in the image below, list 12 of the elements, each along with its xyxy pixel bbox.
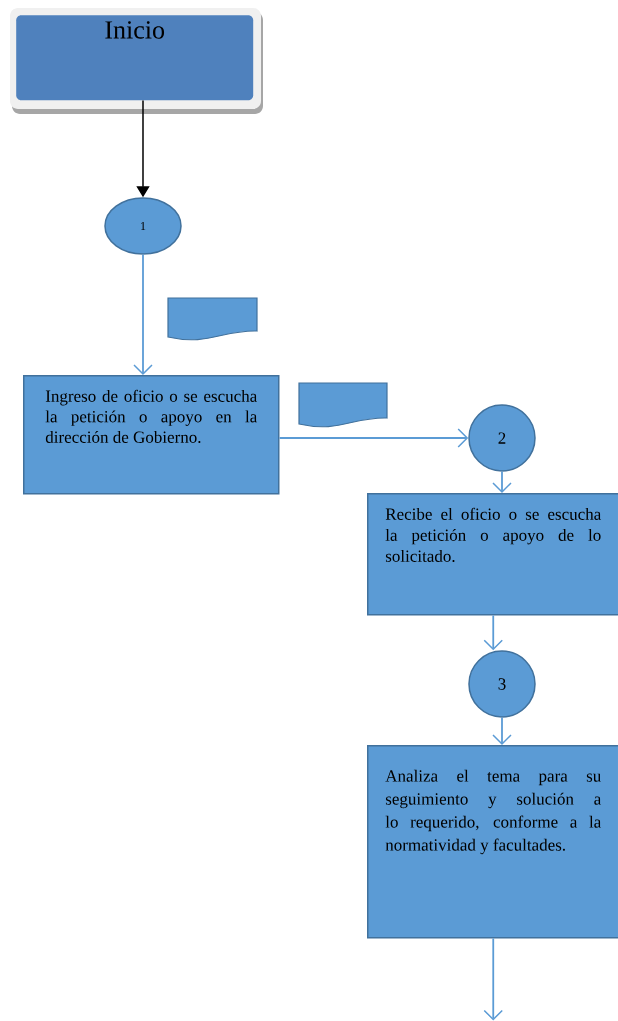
- arrow: [278, 428, 469, 448]
- process-box: Ingreso de oficio o se escucha la petición o apoyo en la dirección de Gobierno.: [23, 375, 280, 495]
- arrow: [133, 253, 153, 375]
- arrow: [492, 716, 512, 745]
- arrow: [483, 614, 503, 651]
- process-box: Analiza el tema para su seguimiento y solución a lo requerido, conforme a la normatividad y facultades.: [367, 745, 618, 939]
- arrow: [483, 937, 503, 1021]
- document-shape: [167, 297, 258, 341]
- arrow: [492, 470, 512, 493]
- process-box: Recibe el oficio o se escucha la petición o apoyo de lo solicitado.: [367, 493, 618, 616]
- document-shape: [298, 382, 388, 428]
- start-box: Inicio: [10, 8, 263, 114]
